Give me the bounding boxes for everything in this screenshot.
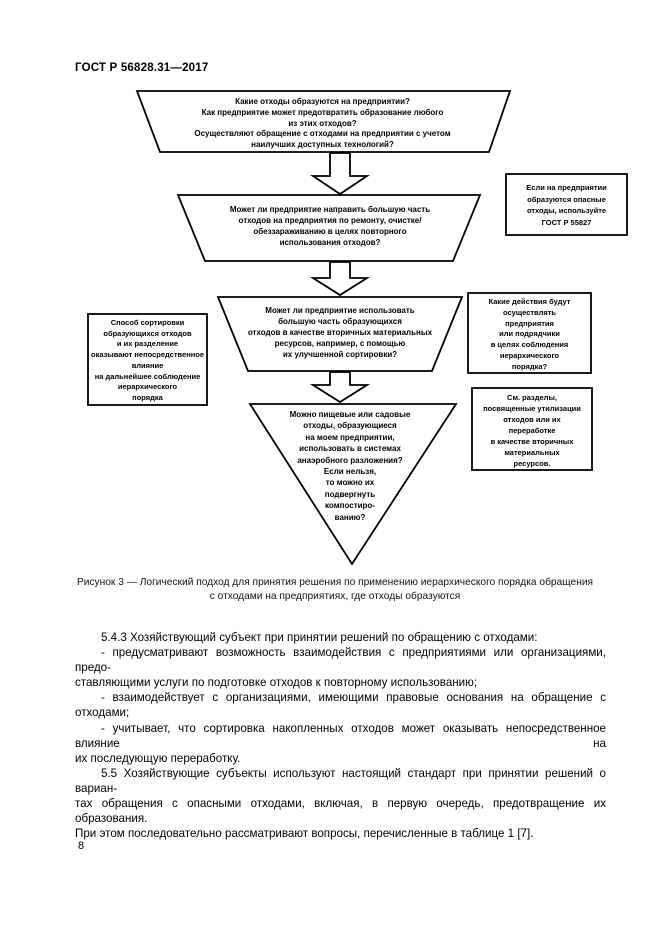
text-line: Может ли предприятие направить большую ч… <box>229 205 431 214</box>
text-line: ресурсов. <box>513 459 551 468</box>
text-line: переработке <box>508 426 556 435</box>
note-actions-box <box>467 292 592 374</box>
note-hazardous-box <box>505 173 628 236</box>
text-line: отходов в качестве вторичных материальны… <box>247 328 433 337</box>
step2-trapezoid-shape <box>176 194 482 262</box>
text-line: предприятия <box>505 318 554 328</box>
text-line: порядка? <box>511 361 548 371</box>
step3-trapezoid-shape <box>216 296 464 372</box>
caption-line: с отходами на предприятиях, где отходы о… <box>209 590 461 602</box>
note-sorting-box <box>87 313 208 406</box>
text-line: См. разделы, <box>507 393 557 402</box>
step1-question-text: Какие отходы образуются на предприятии? … <box>150 97 495 151</box>
text-line: посвященные утилизации <box>483 404 581 413</box>
note-hazardous-text: Если на предприятии образуются опасные о… <box>508 182 625 228</box>
text-line: использования отходов? <box>279 238 381 247</box>
text-line: отходов на предприятия по ремонту, очист… <box>238 216 422 225</box>
down-arrow-icon <box>310 152 370 196</box>
body-line: - взаимодействует с организациями, имеющ… <box>75 691 606 720</box>
text-line: иерархического <box>117 382 178 392</box>
down-arrow-icon <box>309 261 371 297</box>
text-line: Какие отходы образуются на предприятии? <box>235 97 410 106</box>
text-line: из этих отходов? <box>288 118 357 128</box>
body-line: При этом последовательно рассматривают в… <box>75 827 534 841</box>
body-line: ставляющими услуги по подготовке отходов… <box>75 676 478 690</box>
text-line: порядка <box>132 392 163 402</box>
body-line: 5.5 Хозяйствующие субъекты используют на… <box>75 766 606 795</box>
text-line: на моем предприятии, <box>305 432 395 442</box>
body-line: 5.4.3 Хозяйствующий субъект при принятии… <box>101 631 538 644</box>
text-line: отходов или их <box>503 415 561 424</box>
text-line: или подрядчики <box>499 329 560 339</box>
body-line: тах обращения с опасными отходами, включ… <box>75 797 606 826</box>
note-actions-text: Какие действия будут осуществлять предпр… <box>470 297 589 373</box>
text-line: Может ли предприятие использовать <box>265 306 415 315</box>
text-line: ГОСТ Р 55827 <box>541 217 592 227</box>
text-line: использовать в системах <box>299 444 401 454</box>
text-line: в качестве вторичных <box>490 437 574 446</box>
text-line: Если на предприятии <box>526 183 607 192</box>
text-line: отходы, используйте <box>526 206 607 215</box>
text-line: то можно их <box>325 478 375 488</box>
step4-triangle-shape <box>248 403 458 566</box>
note-sections-box <box>471 387 593 471</box>
text-line: ванию? <box>334 512 366 522</box>
text-line: обеззараживанию в целях повторного <box>253 227 407 236</box>
body-line: их последующую переработку. <box>75 751 241 765</box>
text-line: Как предприятие может предотвратить обра… <box>201 107 444 117</box>
text-line: образуются опасные <box>527 194 606 204</box>
text-line: Осуществляют обращение с отходами на пре… <box>194 129 451 139</box>
caption-line: Рисунок 3 — Логический подход для принят… <box>76 577 594 588</box>
text-line: оказывают непосредственное <box>90 350 205 360</box>
text-line: иерархического <box>499 350 560 360</box>
text-line: влияние <box>131 360 164 370</box>
text-line: анаэробного разложения? <box>297 455 403 465</box>
text-line: их улучшенной сортировки? <box>282 350 398 359</box>
flowchart-figure <box>87 90 628 566</box>
text-line: большую часть образующихся <box>278 317 402 326</box>
note-sections-text: См. разделы, посвященные утилизации отхо… <box>474 392 590 469</box>
text-line: образующихся отходов <box>103 328 192 338</box>
text-line: осуществлять <box>502 307 556 317</box>
step2-question-text: Может ли предприятие направить большую ч… <box>200 204 460 248</box>
down-arrow-icon <box>309 371 371 404</box>
body-line: - предусматривают возможность взаимодейс… <box>75 646 606 675</box>
step1-trapezoid-shape <box>135 90 512 153</box>
text-line: Если нельзя, <box>323 467 377 477</box>
text-line: Можно пищевые или садовые <box>289 410 411 419</box>
step4-question-text: Можно пищевые или садовые отходы, образу… <box>261 409 439 523</box>
standard-number-header: ГОСТ Р 56828.31—2017 <box>75 62 209 74</box>
body-paragraphs: 5.4.3 Хозяйствующий субъект при принятии… <box>75 630 606 841</box>
figure-caption: Рисунок 3 — Логический подход для принят… <box>40 576 630 604</box>
step3-question-text: Может ли предприятие использовать большу… <box>230 305 450 360</box>
text-line: Какие действия будут <box>488 297 571 306</box>
text-line: Способ сортировки <box>110 318 185 327</box>
page-number: 8 <box>78 840 85 852</box>
text-line: материальных <box>504 448 560 457</box>
text-line: в целях соблюдения <box>490 340 569 350</box>
text-line: и их разделение <box>116 339 179 349</box>
text-line: на дальнейшее соблюдение <box>94 371 201 381</box>
text-line: отходы, образующиеся <box>303 421 397 431</box>
body-line: - учитывает, что сортировка накопленных … <box>75 721 606 750</box>
note-sorting-text: Способ сортировки образующихся отходов и… <box>90 318 205 404</box>
text-line: наилучших доступных технологий? <box>251 140 394 150</box>
text-line: подвергнуть <box>324 489 376 499</box>
text-line: компостиро- <box>325 501 375 511</box>
text-line: ресурсов, например, с помощью <box>274 339 406 348</box>
